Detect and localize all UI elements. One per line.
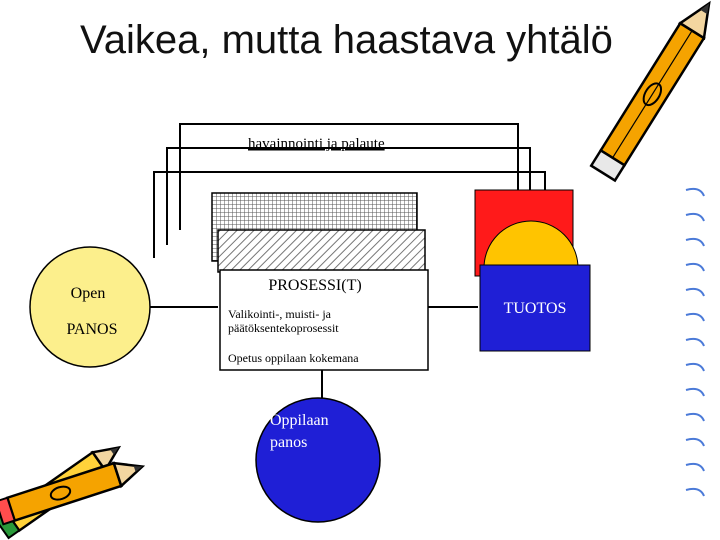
- feedback-loop-lines: [150, 123, 546, 398]
- student-line-1: Oppilaan: [270, 412, 329, 429]
- feedback-line-outer: [179, 123, 519, 230]
- spiral-binding-icon: [685, 187, 705, 497]
- student-line-2: panos: [270, 434, 307, 451]
- student-circle: [255, 397, 381, 523]
- process-title: PROSESSI(T): [268, 277, 361, 294]
- feedback-line-middle: [166, 147, 531, 245]
- feedback-label: havainnointi ja palaute: [248, 136, 385, 152]
- pencil-icon: [589, 0, 711, 183]
- slide-title: Vaikea, mutta haastava yhtälö: [80, 18, 613, 62]
- process-line-1: Valikointi-, muisti- ja: [228, 307, 332, 321]
- output-label: TUOTOS: [504, 300, 567, 317]
- input-circle: [29, 246, 151, 368]
- process-footer: Opetus oppilaan kokemana: [228, 351, 359, 365]
- process-hatched-box: [217, 229, 426, 273]
- process-box: [219, 269, 429, 371]
- input-line-2: PANOS: [67, 321, 118, 338]
- input-line-1: Open: [71, 285, 106, 302]
- pencils-icon: [0, 445, 146, 540]
- process-line-2: päätöksentekoprosessit: [228, 321, 339, 335]
- feedback-line-inner: [153, 171, 546, 258]
- output-yellow-semicircle: [483, 220, 579, 269]
- output-box: [479, 264, 591, 352]
